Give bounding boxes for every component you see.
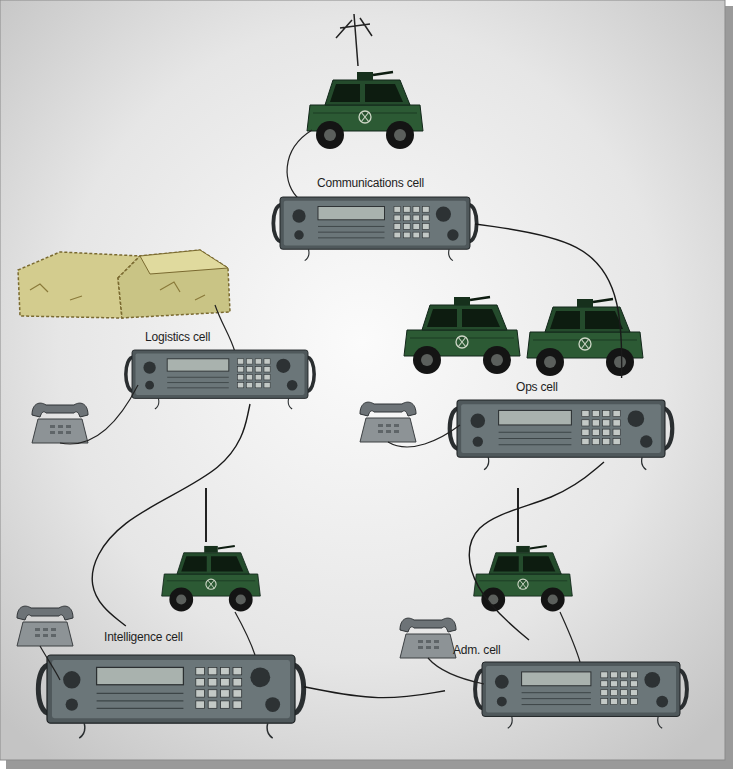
cell-group: Logistics cell <box>110 326 310 404</box>
cell-label: Communications cell <box>317 176 424 190</box>
cell-label: Intelligence cell <box>104 630 183 644</box>
cell-label: Logistics cell <box>145 330 210 344</box>
cell-label: Adm. cell <box>453 643 501 657</box>
radio-cable <box>475 224 622 378</box>
cell-group: Intelligence cell <box>42 626 304 724</box>
radio-cable <box>304 687 445 698</box>
cell-group: Communications cell <box>275 172 475 252</box>
cell-label: Ops cell <box>516 380 558 394</box>
radio-cable <box>92 404 250 626</box>
cell-group: Adm. cell <box>445 640 685 718</box>
radio-cable <box>469 462 604 640</box>
cell-group: Ops cell <box>450 378 670 462</box>
